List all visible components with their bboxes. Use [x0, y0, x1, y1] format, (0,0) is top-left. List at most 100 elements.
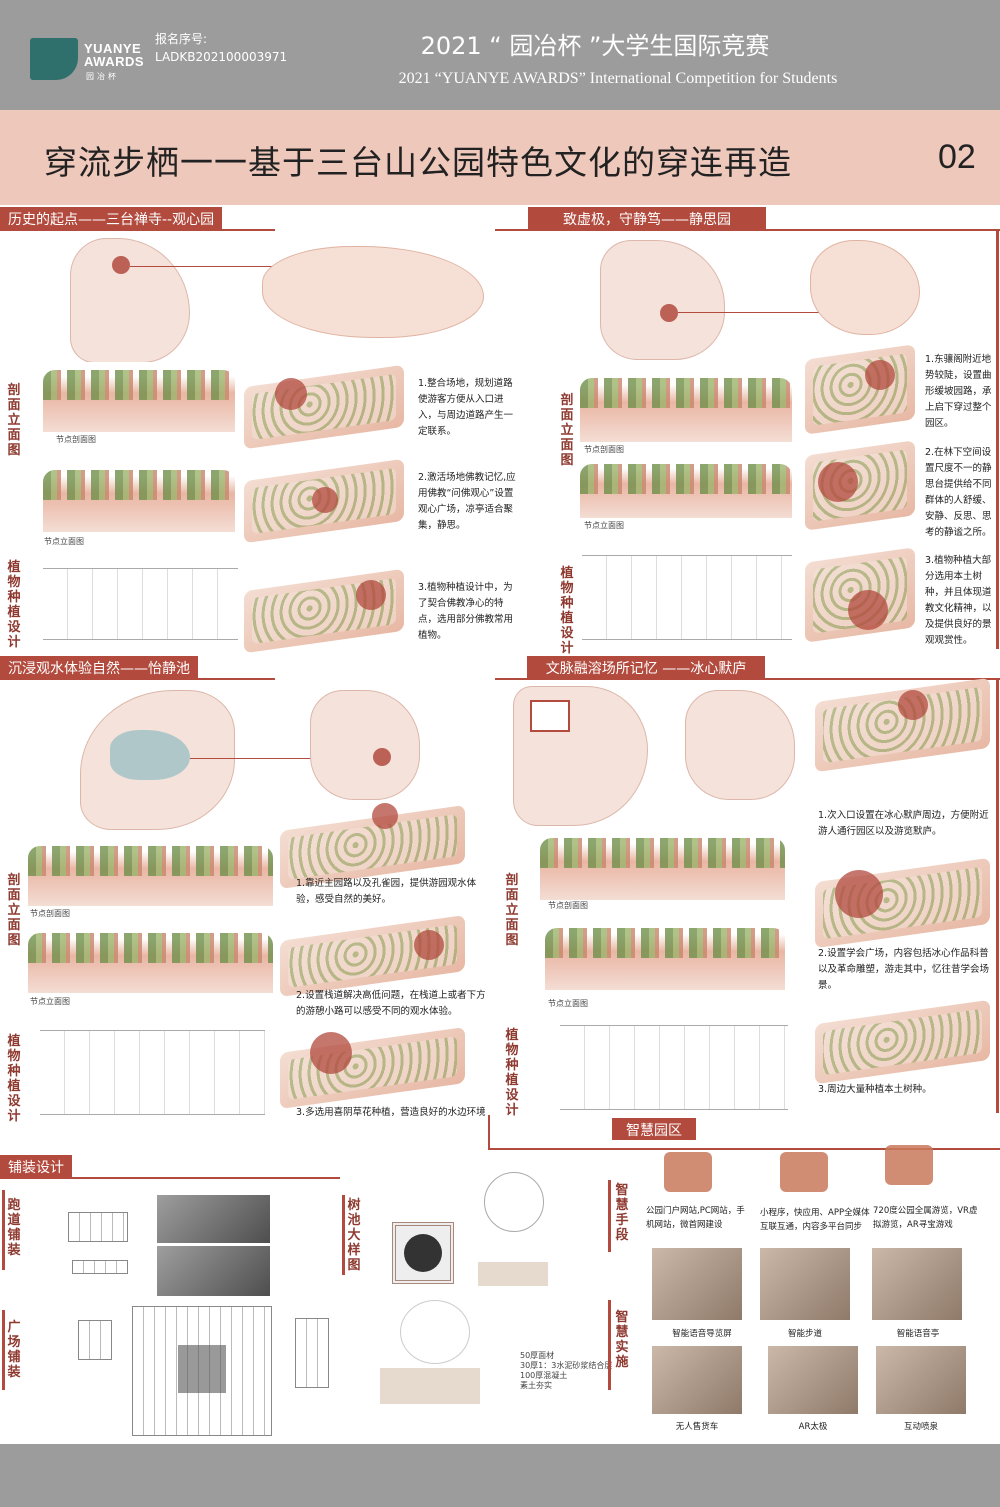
node-elevation-caption: 节点立面图 — [548, 999, 588, 1008]
leader-line — [678, 312, 883, 313]
tree-pit-section — [478, 1262, 548, 1286]
poster-title: 穿流步栖一一基于三台山公园特色文化的穿连再造 — [44, 143, 792, 182]
side-bar — [342, 1195, 345, 1275]
axonometric-1 — [815, 677, 990, 773]
photo-vending-vehicle — [652, 1346, 742, 1414]
label-section-elevation: 剖面立面图 — [505, 873, 519, 948]
node-elevation-caption: 节点立面图 — [30, 997, 70, 1006]
mobile-app-icon — [780, 1152, 828, 1192]
site-key-map — [685, 690, 795, 800]
photo-caption: AR太极 — [798, 1422, 828, 1432]
label-section-elevation: 剖面立面图 — [7, 383, 21, 458]
node-elevation-drawing — [28, 925, 273, 993]
axonometric-1 — [805, 344, 915, 435]
s2-point-2: 2.在林下空间设置尺度不一的静思台提供给不同群体的人舒缓、安静、反思、思考的静谧… — [925, 447, 992, 538]
site-key-map — [70, 238, 190, 363]
paving-pattern — [72, 1260, 128, 1274]
node-elevation-drawing — [580, 456, 792, 518]
registration-label: 报名序号: — [155, 32, 208, 46]
location-marker — [112, 256, 130, 274]
pond-water — [110, 730, 190, 780]
s1-point-2: 2.激活场地佛教记忆,应用佛教“问佛观心”设置观心广场，凉亭适合聚集，静思。 — [418, 472, 516, 531]
node-section-drawing — [28, 838, 273, 906]
paving-detail — [295, 1318, 329, 1388]
page-number: 02 — [938, 138, 976, 176]
section-4-title: 文脉融溶场所记忆 ——冰心默庐 — [527, 656, 765, 678]
layer-label: 50厚面材 — [520, 1351, 555, 1360]
label-track-paving: 跑道铺装 — [7, 1198, 21, 1258]
node-section-drawing — [540, 830, 785, 900]
section-4-rule — [495, 678, 1000, 680]
planting-chart — [40, 1030, 265, 1115]
highlight-circle — [414, 930, 444, 960]
track-photo — [157, 1195, 270, 1243]
s1-point-3: 3.植物种植设计中，为了契合佛教净心的特点，选用部分佛教常用植物。 — [418, 582, 514, 641]
location-marker — [660, 304, 678, 322]
highlight-circle — [865, 360, 895, 390]
smart-item-3: 720度公园全属游览，VR虚拟游览，AR寻宝游戏 — [873, 1206, 978, 1230]
label-plaza-paving: 广场铺装 — [7, 1320, 21, 1380]
node-section-caption: 节点剖面图 — [548, 901, 588, 910]
section-1-rule — [0, 229, 275, 231]
logo-text-cn: 园冶杯 — [86, 72, 119, 81]
label-planting: 植物种植设计 — [560, 566, 574, 656]
photo-caption: 智能语音亭 — [896, 1329, 940, 1339]
highlight-circle — [835, 870, 883, 918]
section-2-side-rule — [996, 229, 999, 649]
label-smart-means: 智慧手段 — [615, 1183, 629, 1243]
node-section-drawing — [580, 370, 792, 442]
s3-point-1: 1.靠近主园路以及孔雀园，提供游园观水体验，感受自然的美好。 — [296, 878, 477, 905]
highlight-circle — [356, 580, 386, 610]
photo-ar-taichi — [768, 1346, 858, 1414]
smart-item-2: 小程序，快应用、APP全媒体互联互通，内容多平台同步 — [760, 1208, 870, 1232]
side-bar — [608, 1180, 611, 1252]
section-2-rule — [495, 229, 1000, 231]
title-band — [0, 110, 1000, 205]
node-section-drawing — [43, 362, 235, 432]
s4-point-2: 2.设置学会广场，内容包括冰心作品科普以及革命雕塑，游走其中，忆往昔学会场景。 — [818, 948, 990, 991]
node-elevation-caption: 节点立面图 — [44, 537, 84, 546]
node-elevation-drawing — [545, 920, 785, 990]
highlight-circle — [848, 590, 888, 630]
label-section-elevation: 剖面立面图 — [7, 873, 21, 948]
layer-label: 100厚混凝土 — [520, 1371, 568, 1380]
section-3-title: 沉浸观水体验自然——怡静池 — [0, 656, 198, 678]
label-planting: 植物种植设计 — [7, 1034, 21, 1124]
site-plan — [810, 240, 920, 335]
site-key-map — [310, 690, 420, 800]
node-section-caption: 节点剖面图 — [56, 435, 96, 444]
vr-icon — [885, 1145, 933, 1185]
tree-elevation-sketch — [484, 1172, 544, 1232]
plaza-center-square — [178, 1345, 226, 1393]
photo-caption: 智能语音导览屏 — [672, 1329, 732, 1339]
photo-caption: 智能步道 — [787, 1329, 822, 1339]
axonometric-3 — [815, 999, 990, 1085]
highlight-circle — [372, 803, 398, 829]
highlight-circle — [310, 1032, 352, 1074]
section-2-title: 致虚极，守静笃——静思园 — [528, 207, 766, 229]
s4-point-3: 3.周边大量种植本土树种。 — [818, 1084, 932, 1095]
location-marker — [373, 748, 391, 766]
leader-line — [190, 758, 380, 759]
highlight-circle — [312, 487, 338, 513]
photo-voice-screen — [652, 1248, 742, 1320]
yuanye-logo-icon — [30, 38, 78, 80]
highlight-circle — [898, 690, 928, 720]
layer-label: 素土夯实 — [520, 1381, 552, 1390]
s2-point-3: 3.植物种植大部分选用本土树种，并且体现道教文化精神，以及提供良好的景观观赏性。 — [925, 555, 992, 646]
highlight-circle — [818, 462, 858, 502]
tree-section-sketch — [400, 1300, 470, 1364]
side-bar — [2, 1310, 5, 1390]
label-section-elevation: 剖面立面图 — [560, 393, 574, 468]
registration-number: LADKB202100003971 — [155, 50, 288, 64]
photo-voice-kiosk — [872, 1248, 962, 1320]
logo-text-en: YUANYE AWARDS — [84, 41, 145, 69]
axonometric-3 — [244, 568, 404, 654]
building-outline — [530, 700, 570, 732]
label-planting: 植物种植设计 — [7, 560, 21, 650]
smart-park-title: 智慧园区 — [612, 1118, 696, 1140]
s3-point-3: 3.多选用喜阴草花种植，营造良好的水边环境 — [296, 1107, 486, 1118]
photo-caption: 无人售货车 — [675, 1422, 719, 1432]
paving-pattern — [68, 1212, 128, 1242]
header-bar — [0, 0, 1000, 110]
